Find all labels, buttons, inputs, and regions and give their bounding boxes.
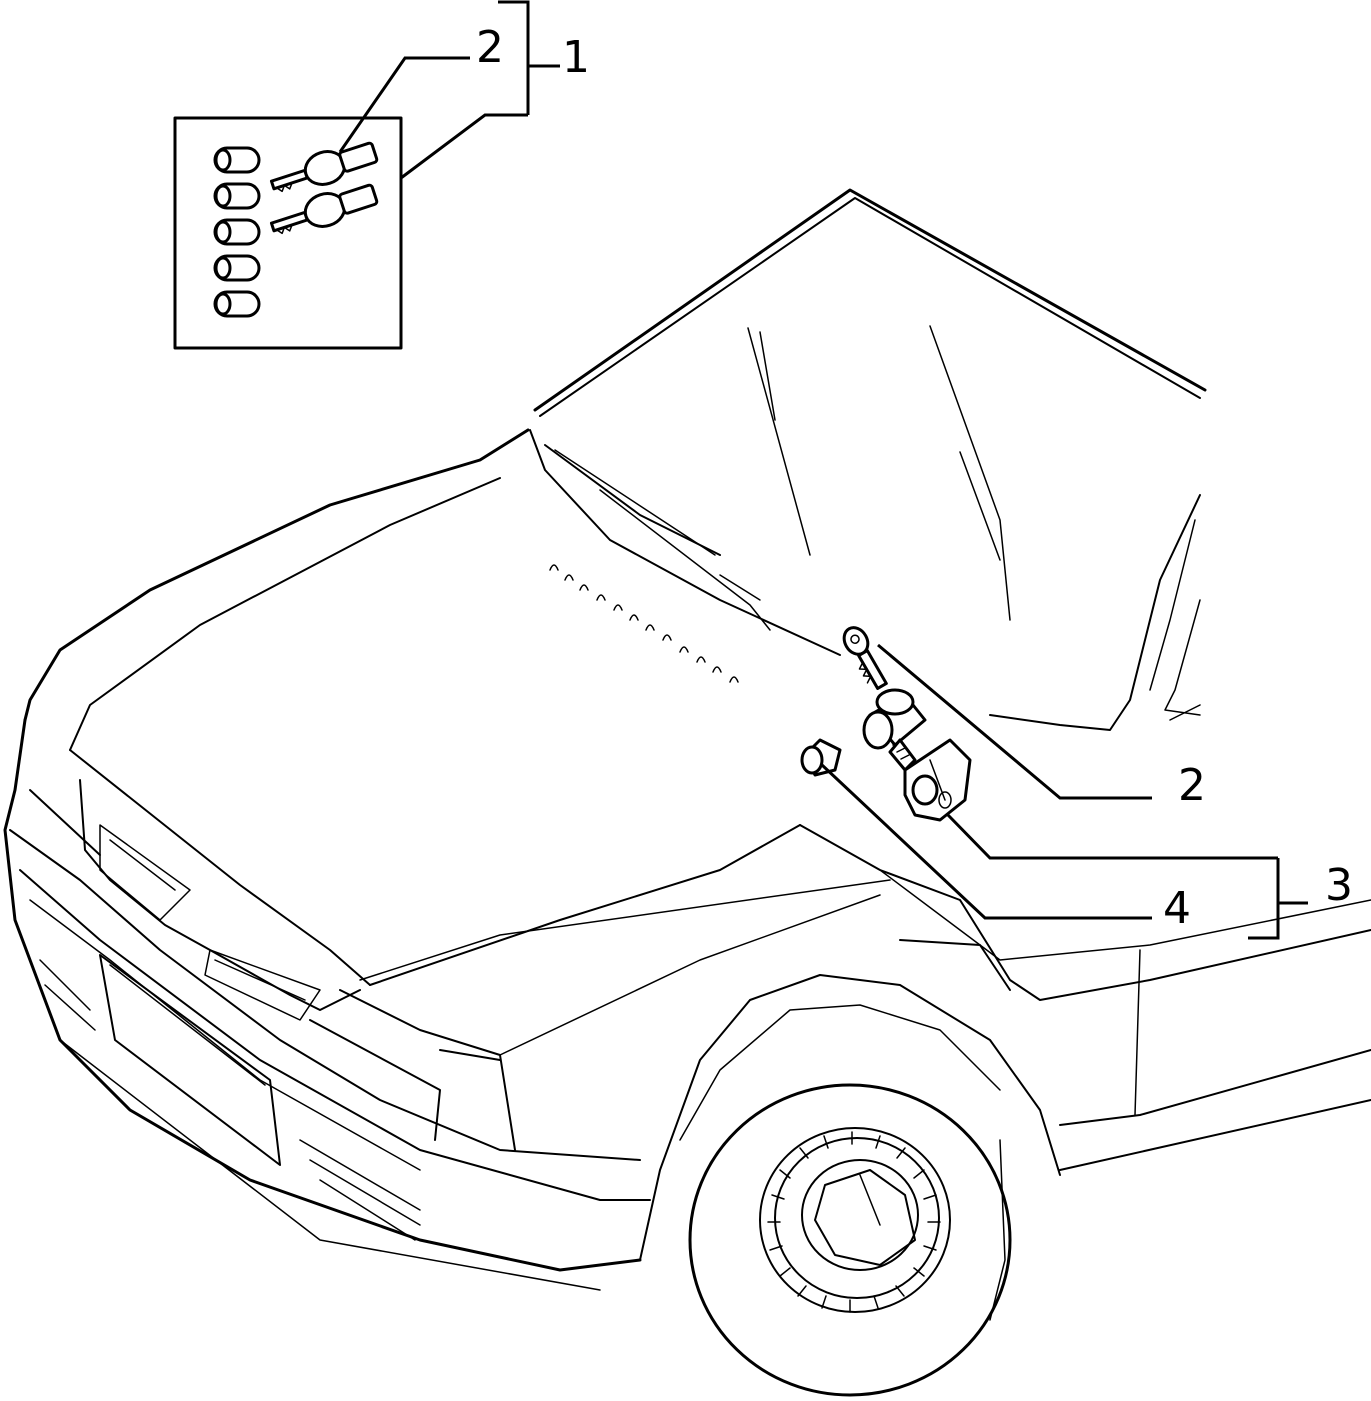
key-icon <box>842 626 888 690</box>
lock-cylinder-icon <box>800 738 842 777</box>
lock-assembly-icon <box>862 688 972 822</box>
part-leader-lines <box>820 643 1308 940</box>
key-icon <box>269 183 379 235</box>
kit-leader-lines <box>338 0 560 180</box>
key-icon <box>269 141 379 193</box>
callout-kit-keys: 2 <box>476 22 504 73</box>
callout-cylinder: 4 <box>1163 883 1191 934</box>
car-illustration <box>3 188 1371 1397</box>
callout-kit: 1 <box>562 32 590 83</box>
door-lock-parts <box>800 626 972 822</box>
callout-key: 2 <box>1178 760 1206 811</box>
lock-cylinder-icons <box>213 146 261 318</box>
lock-kit-inset <box>173 116 403 350</box>
callout-lock-assembly: 3 <box>1325 860 1353 911</box>
